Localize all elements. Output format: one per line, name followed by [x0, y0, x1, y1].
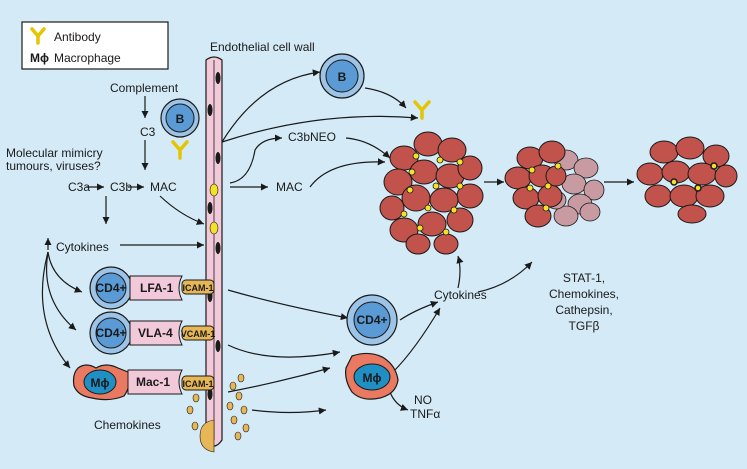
chemokines-label: Chemokines [94, 418, 161, 432]
b-cell-top: B [319, 53, 365, 99]
endothelial-wall [205, 56, 223, 447]
no-label: NO [414, 393, 432, 407]
b-cell-top-label: B [338, 70, 347, 84]
antibody-icon [30, 27, 46, 45]
mac-pores [209, 183, 219, 235]
cd4-cell-right: CD4+ [346, 294, 398, 346]
graft-cluster-1 [379, 131, 484, 255]
outcome-line2: Chemokines, [549, 287, 619, 301]
graft-cluster-3 [636, 136, 738, 224]
macrophage-left-label: Mϕ [91, 376, 110, 390]
legend-antibody-label: Antibody [54, 30, 101, 44]
b-cell-left-label: B [176, 112, 185, 126]
legend-macrophage-symbol: Mϕ [30, 51, 49, 65]
macrophage-mac1-group: Mϕ Mac-1 ICAM-1 [72, 364, 215, 401]
cytokines-right-label: Cytokines [434, 288, 487, 302]
lfa1-label: LFA-1 [140, 281, 174, 295]
chemokine-granules [186, 373, 250, 453]
endothelial-wall-label: Endothelial cell wall [210, 40, 315, 54]
cd4-vla4-group: CD4+ VLA-4 VCAM-1 [89, 311, 216, 355]
endothelial-nuclei [207, 72, 221, 400]
graft-antibodies-2 [526, 162, 562, 212]
macrophage-right: Mϕ [345, 352, 399, 400]
mac1-label: Mac-1 [136, 375, 170, 389]
c3a-label: C3a [68, 180, 90, 194]
mac-right-label: MAC [276, 180, 303, 194]
cd4-cell-2-label: CD4+ [95, 326, 126, 340]
icam1-tag-2: ICAM-1 [183, 379, 214, 389]
c3b-label: C3b [110, 180, 132, 194]
vla4-label: VLA-4 [138, 326, 173, 340]
cd4-cell-1-label: CD4+ [95, 281, 126, 295]
graft-antibodies-1 [400, 152, 464, 236]
graft-cluster-2 [504, 140, 567, 228]
complement-label: Complement [110, 81, 179, 95]
vcam1-tag: VCAM-1 [181, 329, 216, 339]
b-cell-left: B [160, 98, 200, 138]
molecular-mimicry-line2: tumours, viruses? [6, 159, 101, 173]
cd4-cell-right-label: CD4+ [356, 313, 387, 327]
cytokines-left-label: Cytokines [56, 240, 109, 254]
outcome-line1: STAT-1, [563, 271, 605, 285]
antibody-icon [171, 140, 189, 160]
outcome-line3: Cathepsin, [555, 303, 612, 317]
macrophage-right-label: Mϕ [363, 371, 382, 385]
mac-left-label: MAC [150, 180, 177, 194]
icam1-tag-1: ICAM-1 [183, 283, 214, 293]
cd4-lfa1-group: CD4+ LFA-1 ICAM-1 [89, 266, 215, 310]
outcome-line4: TGFβ [569, 319, 600, 333]
molecular-mimicry-line1: Molecular mimicry [6, 146, 103, 160]
legend-macrophage-label: Macrophage [54, 51, 121, 65]
c3bneo-label: C3bNEO [288, 130, 336, 144]
antibody-icon [413, 100, 431, 120]
c3-label: C3 [140, 125, 156, 139]
legend: Antibody Mϕ Macrophage [21, 21, 169, 70]
graft-antibodies-3 [670, 162, 718, 192]
tnfa-label: TNFα [410, 407, 440, 421]
